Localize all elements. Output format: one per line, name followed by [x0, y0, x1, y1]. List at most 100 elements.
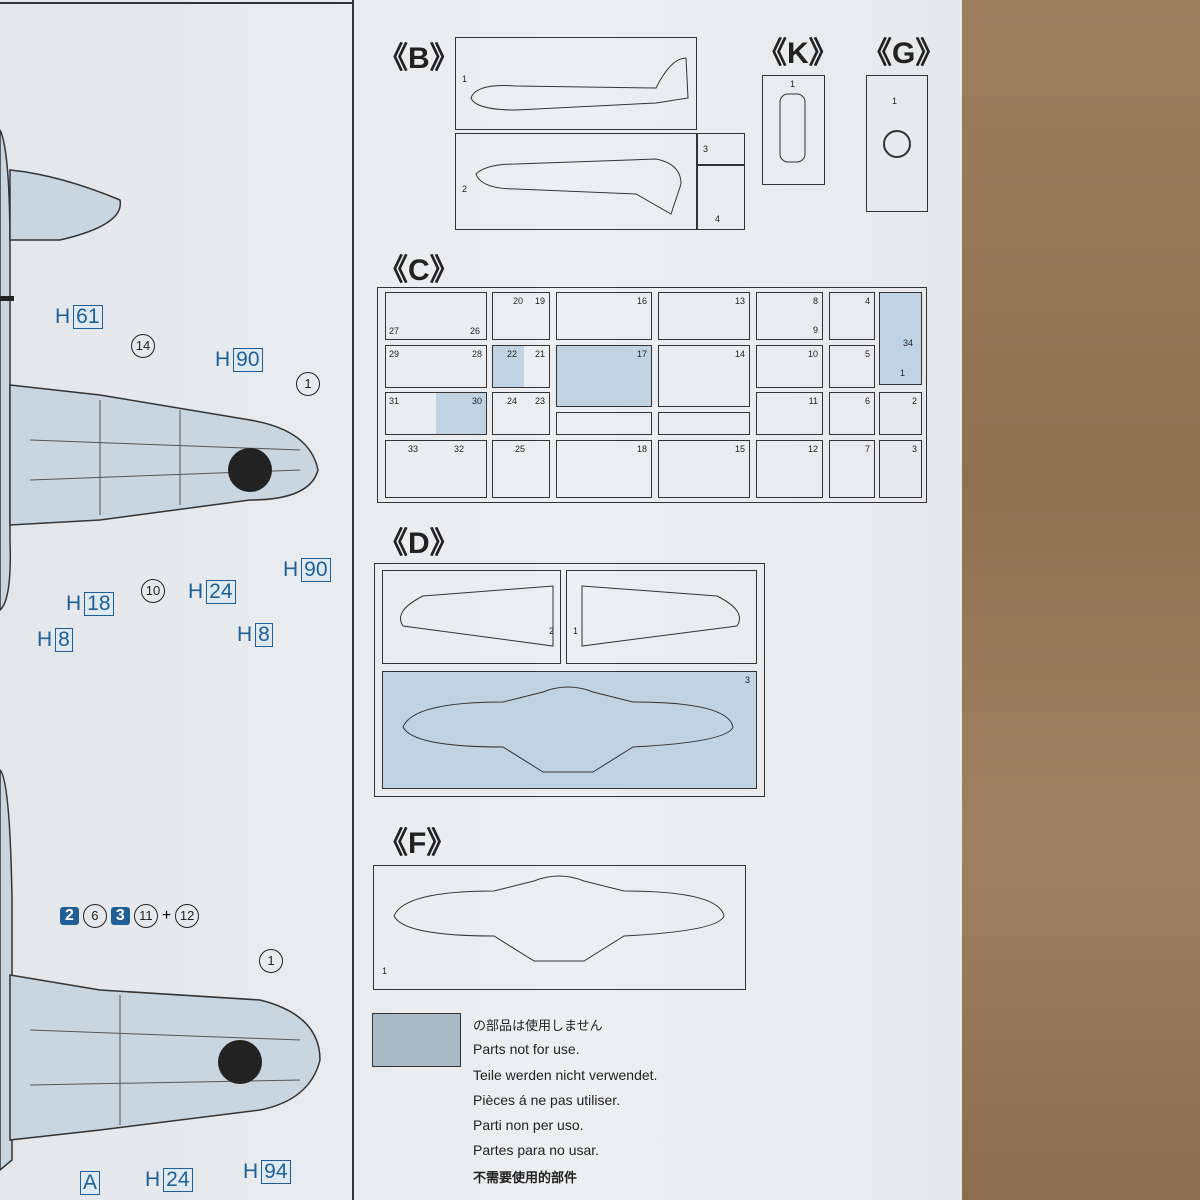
part-number: 31 [389, 396, 400, 406]
sprue-d-part-2: 2 [382, 570, 561, 664]
sprue-c-cell: 34 1 [879, 292, 922, 385]
part-number: 20 [513, 296, 524, 306]
sprue-c-cell: 17 [556, 345, 652, 407]
section-label-d: 《D》 [378, 527, 460, 560]
part-number: 14 [734, 349, 745, 359]
sprue-c [377, 287, 927, 503]
sprue-b-part-3: 3 [697, 133, 745, 165]
legend-zh: 不需要使用的部件 [473, 1170, 578, 1185]
sprue-d-part-3-unused: 3 [382, 671, 757, 789]
part-number: 15 [734, 444, 745, 454]
sprue-c-cell: 13 [658, 292, 750, 340]
part-number: 8 [812, 296, 818, 306]
assembly-sequence: 2 6 3 11 + 12 [60, 904, 200, 928]
step-circle: 1 [259, 949, 283, 973]
legend-de: Teile werden nicht verwendet. [473, 1067, 658, 1083]
sprue-c-cell: 24 23 [492, 392, 550, 435]
part-number: 1 [899, 368, 905, 378]
sprue-c-cell: 14 [658, 345, 750, 407]
sprue-c-cell: 12 [756, 440, 823, 498]
part-number: 16 [636, 296, 647, 306]
part-number: 2 [911, 396, 917, 406]
callout-a: A [80, 1171, 101, 1195]
sprue-c-cell: 29 28 [385, 345, 487, 388]
sprue-f: 1 [373, 865, 746, 990]
sprue-c-cell [658, 412, 750, 435]
sprue-c-cell: 15 [658, 440, 750, 498]
step-circle: 1 [296, 372, 320, 396]
part-number: 21 [534, 349, 545, 359]
part-number: 32 [453, 444, 464, 454]
part-number: 13 [734, 296, 745, 306]
sprue-b-part-2: 2 [455, 133, 697, 230]
part-number: 24 [507, 396, 518, 406]
part-number: 34 [902, 338, 913, 348]
part-number: 12 [807, 444, 818, 454]
legend-fr: Pièces á ne pas utiliser. [473, 1092, 621, 1108]
part-number: 11 [808, 396, 818, 406]
legend-es: Partes para no usar. [473, 1142, 600, 1158]
sprue-c-cell: 2 [879, 392, 922, 435]
legend-it: Parti non per uso. [473, 1117, 584, 1133]
sprue-d [374, 563, 765, 797]
section-label-b: 《B》 [378, 42, 460, 75]
sprue-c-cell: 31 30 [385, 392, 487, 435]
sprue-d-part-1: 1 [566, 570, 757, 664]
sprue-c-cell: 11 [756, 392, 823, 435]
part-number: 19 [534, 296, 545, 306]
part-number: 25 [515, 444, 526, 454]
assembly-panel-top [0, 2, 353, 4]
legend-ja: の部品は使用しません [473, 1018, 603, 1033]
sprue-c-cell: 22 21 [492, 345, 550, 388]
part-number: 29 [389, 349, 400, 359]
sprue-c-cell: 7 [829, 440, 875, 498]
sprue-g: 1 [866, 75, 928, 212]
part-number: 30 [471, 396, 482, 406]
part-number: 18 [636, 444, 647, 454]
part-number: 3 [911, 444, 917, 454]
part-number: 17 [636, 349, 647, 359]
part-number: 28 [471, 349, 482, 359]
sprue-k: 1 [762, 75, 825, 185]
sprue-c-cell: 25 [492, 440, 550, 498]
unused-parts-swatch [372, 1013, 461, 1067]
assembly-panel-border [352, 0, 354, 1200]
sprue-c-cell [556, 412, 652, 435]
sprue-c-cell: 16 [556, 292, 652, 340]
sprue-b-part-1: 1 [455, 37, 697, 130]
section-label-f: 《F》 [378, 827, 457, 860]
part-number: 23 [534, 396, 545, 406]
wing-assembly-drawings [0, 129, 321, 1171]
sprue-c-cell: 18 [556, 440, 652, 498]
section-label-g: 《G》 [862, 37, 946, 70]
legend-en: Parts not for use. [473, 1041, 580, 1057]
part-number: 9 [812, 325, 818, 335]
sprue-c-cell: 6 [829, 392, 875, 435]
hinomaru-marking [228, 448, 272, 492]
step-circle: 10 [141, 579, 165, 603]
wooden-table-background [962, 0, 1200, 1200]
part-number: 4 [864, 296, 870, 306]
section-label-c: 《C》 [378, 254, 460, 287]
sprue-c-cell: 3 [879, 440, 922, 498]
part-number: 6 [864, 396, 870, 406]
part-number: 22 [507, 349, 518, 359]
step-circle: 14 [131, 334, 155, 358]
part-number: 27 [389, 326, 400, 336]
sprue-c-cell: 10 [756, 345, 823, 388]
sprue-c-cell: 5 [829, 345, 875, 388]
sprue-b-part-4: 4 [697, 165, 745, 230]
